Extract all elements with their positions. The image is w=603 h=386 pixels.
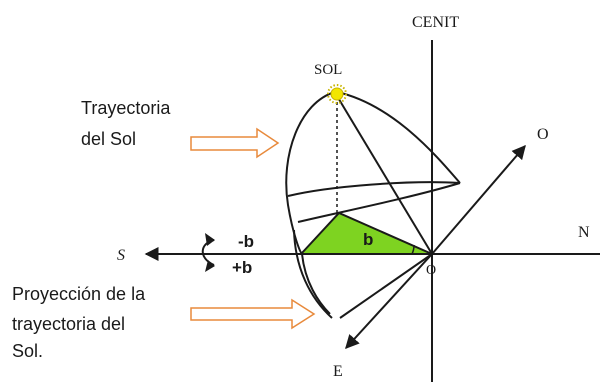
east-label: E bbox=[333, 363, 343, 380]
sun-path-upper-arc bbox=[287, 181, 461, 197]
sun-path-outer bbox=[285, 91, 336, 255]
projection-label-line3: Sol. bbox=[12, 341, 43, 361]
sun-path-lower-left bbox=[301, 253, 331, 315]
sun-path-lower-left-2 bbox=[293, 229, 333, 319]
sun-icon bbox=[330, 87, 344, 101]
origin-label: O bbox=[426, 263, 436, 278]
trajectory-arrow bbox=[190, 127, 280, 159]
projection-label-line1: Proyección de la bbox=[12, 284, 146, 304]
trajectory-label-line1: Trayectoria bbox=[81, 98, 171, 118]
sun-path-middle-arc bbox=[297, 182, 461, 223]
trajectory-label-line2: del Sol bbox=[81, 129, 136, 149]
sun-ring bbox=[327, 84, 347, 104]
sun-to-origin bbox=[336, 95, 433, 255]
plus-b-arrowhead bbox=[205, 260, 215, 272]
east-axis bbox=[345, 253, 433, 350]
plus-b-label: +b bbox=[232, 258, 252, 277]
angle-b-arc bbox=[411, 244, 415, 255]
south-label: S bbox=[117, 247, 125, 264]
projection-triangle bbox=[298, 211, 433, 255]
zenith-label: CENIT bbox=[412, 14, 459, 31]
angle-b-label: b bbox=[363, 230, 373, 249]
north-label: N bbox=[578, 224, 590, 241]
sun-path-inner bbox=[336, 91, 461, 184]
minus-b-label: -b bbox=[238, 232, 254, 251]
projection-arrow bbox=[190, 298, 316, 330]
minus-b-arrowhead bbox=[205, 233, 215, 246]
projection-line bbox=[339, 253, 433, 319]
projection-label-line2: trayectoria del bbox=[12, 314, 125, 334]
west-label: O bbox=[537, 126, 549, 143]
sun-label: SOL bbox=[314, 62, 342, 78]
west-axis bbox=[431, 144, 526, 255]
